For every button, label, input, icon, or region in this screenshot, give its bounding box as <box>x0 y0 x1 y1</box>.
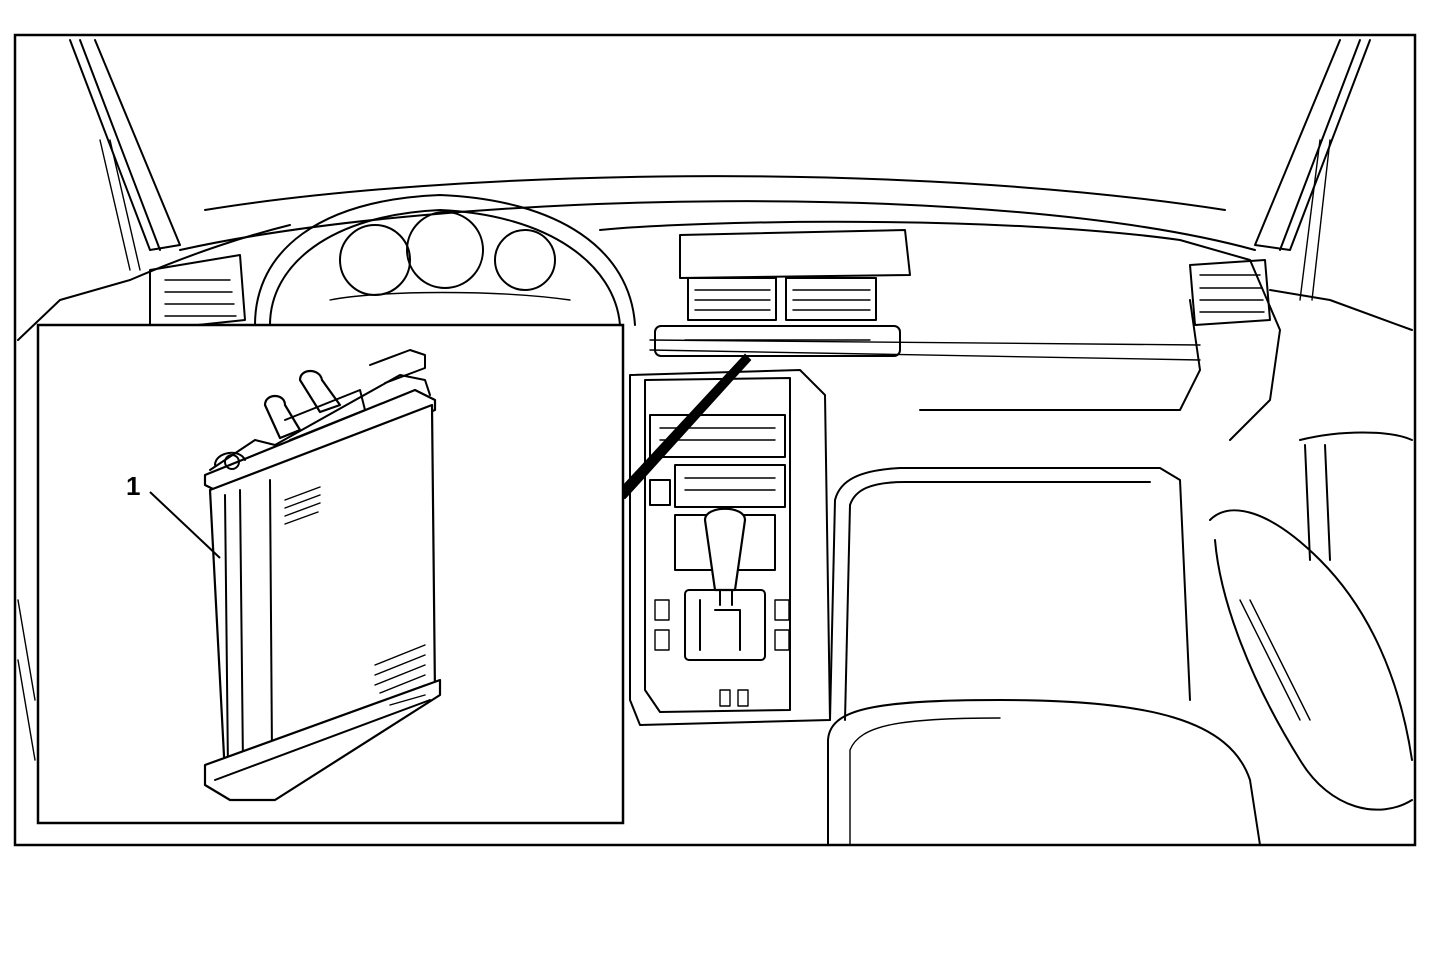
center-air-vents <box>654 229 911 357</box>
passenger-footwell <box>829 467 1191 721</box>
callout-label-1: 1 <box>126 471 140 501</box>
right-door <box>1209 431 1413 811</box>
right-a-pillar <box>1254 39 1413 331</box>
windshield-lower-edge <box>204 175 1226 211</box>
location-pointer-line <box>613 353 752 500</box>
left-a-pillar <box>17 39 181 341</box>
callout-leader-1 <box>149 491 221 559</box>
instrument-cluster <box>254 194 636 326</box>
right-air-vent <box>1189 259 1271 326</box>
inset-panel: 1 <box>36 323 625 825</box>
car-interior <box>17 39 1413 846</box>
passenger-seat <box>827 699 1261 846</box>
center-console <box>629 369 831 726</box>
heater-core <box>203 349 442 802</box>
gear-shift-knob <box>703 507 747 592</box>
left-air-vent <box>149 254 246 331</box>
outer-frame <box>13 33 1417 847</box>
inlet-pipe <box>263 394 302 440</box>
left-door-edge <box>17 599 36 761</box>
